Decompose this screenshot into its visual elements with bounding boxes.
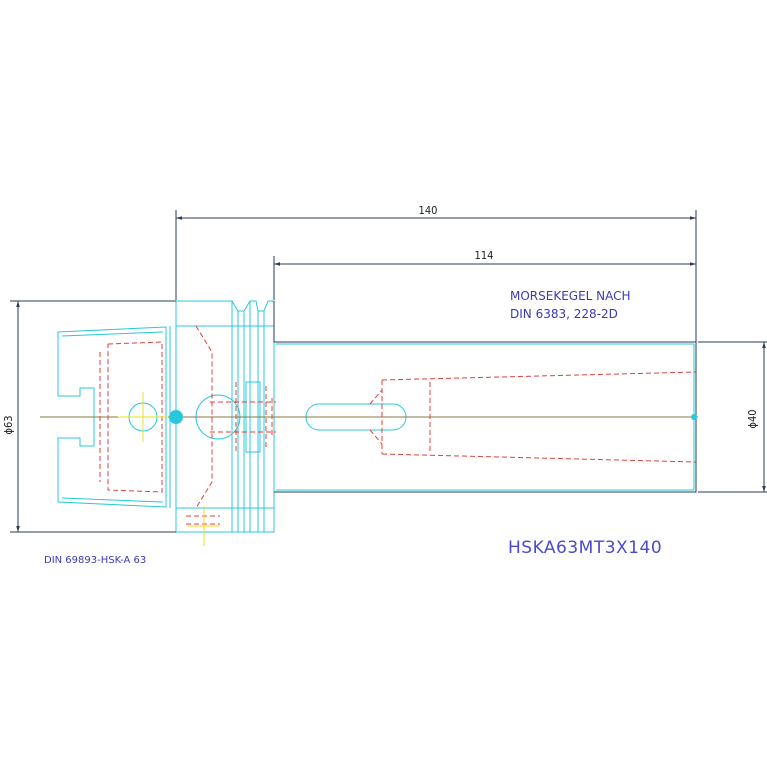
dimension-140: 140	[175, 204, 697, 342]
hsk-taper-outline	[57, 326, 171, 508]
morse-note-line2: DIN 6383, 228-2D	[510, 307, 618, 321]
dim-140-label: 140	[419, 204, 438, 217]
hidden-lines	[99, 325, 697, 525]
dimension-d63: ϕ63	[2, 300, 176, 533]
dimension-d40: ϕ40	[698, 341, 767, 493]
dim-d63-label: ϕ63	[2, 415, 15, 434]
center-axis	[40, 392, 698, 546]
dim-114-label: 114	[475, 249, 494, 262]
standard-label: DIN 69893-HSK-A 63	[44, 555, 146, 566]
center-mark-left	[169, 410, 183, 424]
dim-d40-label: ϕ40	[746, 409, 759, 428]
morse-note-line1: MORSEKEGEL NACH	[510, 289, 631, 303]
dimension-114: 114	[273, 249, 696, 300]
center-mark-right	[691, 414, 697, 420]
part-number: HSKA63MT3X140	[508, 538, 662, 558]
shank-outline	[273, 301, 697, 493]
